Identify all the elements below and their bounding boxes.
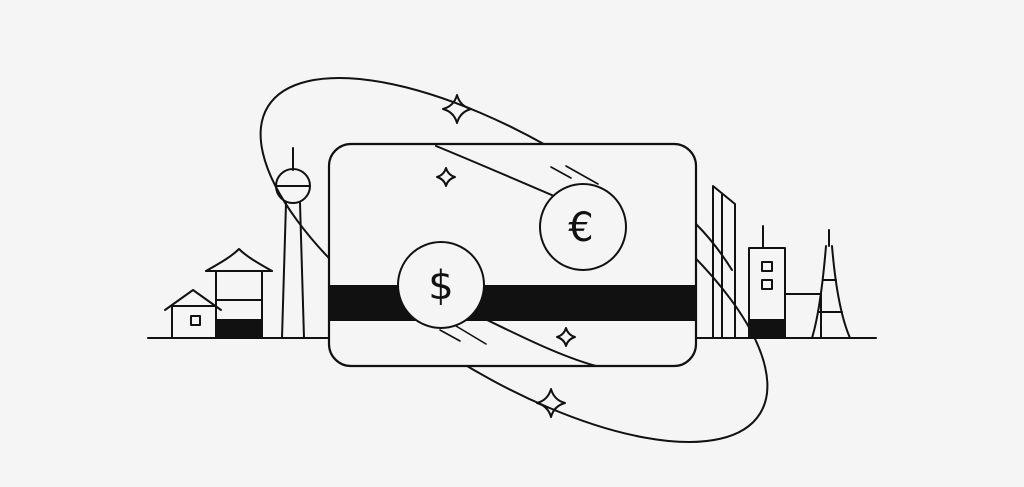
motion-lines [439,165,599,345]
skyscraper-icon [712,185,736,339]
sparkle-icon [556,327,576,347]
house-icon [164,289,222,339]
pagoda-icon [205,248,273,339]
tv-tower-icon [275,147,311,339]
euro-symbol: € [568,205,593,251]
dollar-coin: $ [397,241,485,329]
euro-coin: € [539,183,627,271]
sparkle-icon [536,388,566,418]
sparkle-icon [436,167,456,187]
sparkle-icon [442,94,472,124]
orbit-front-segment [695,223,733,271]
dollar-symbol: $ [428,263,453,309]
orbit-front-segment [478,315,597,367]
eiffel-tower-icon [811,229,851,339]
office-building-icon [748,225,822,339]
